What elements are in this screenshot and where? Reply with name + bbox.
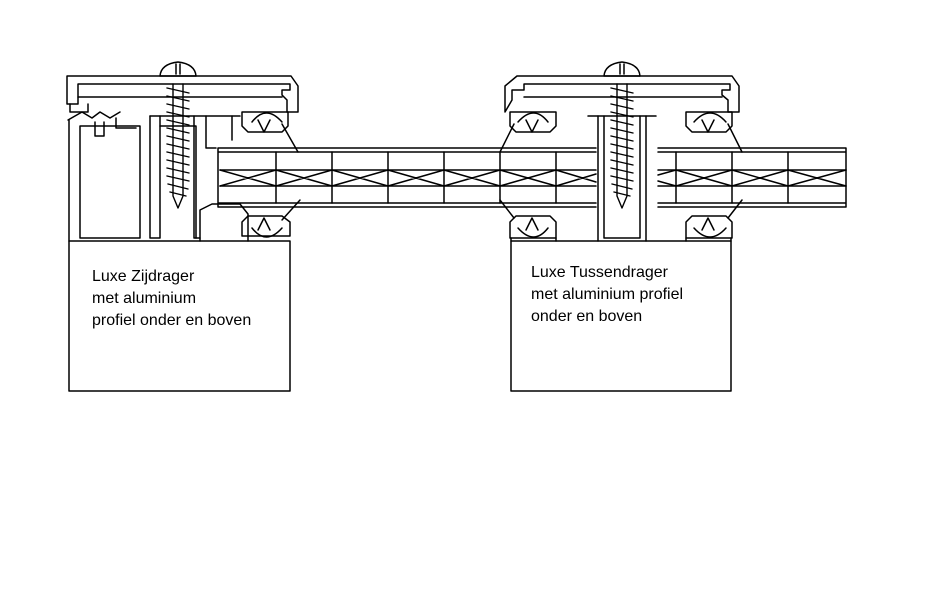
- tussendrager-profile: [499, 61, 743, 392]
- tussendrager-beam: [510, 240, 732, 392]
- zijdrager-cap-hook-left: [69, 103, 89, 113]
- zijdrager-top-cap: [66, 75, 299, 113]
- tussendrager-screw-thread: [610, 83, 634, 209]
- tussendrager-label-line-2: met aluminium profiel: [531, 286, 684, 303]
- zijdrager-lower-profile: [68, 119, 249, 242]
- zijdrager-label-line-1: Luxe Zijdrager: [92, 268, 195, 285]
- sheet-left-panel: [217, 147, 597, 208]
- zijdrager-label-line-3: profiel onder en boven: [92, 312, 252, 329]
- tussendrager-label-line-1: Luxe Tussendrager: [531, 264, 668, 281]
- zijdrager-bottom-gasket: [241, 199, 301, 238]
- tussendrager-screw-head: [603, 61, 641, 77]
- tussendrager-label: Luxe Tussendrager met aluminium profiel …: [531, 262, 683, 328]
- tussendrager-top-cap: [504, 75, 740, 113]
- multiwall-sheet: [217, 147, 847, 208]
- zijdrager-label-line-2: met aluminium: [92, 290, 197, 307]
- zijdrager-screw-head: [159, 61, 197, 77]
- zijdrager-screw-thread: [166, 83, 190, 209]
- zijdrager-profile: [66, 61, 301, 392]
- tussendrager-bottom-gasket-right: [685, 199, 743, 239]
- tussendrager-bottom-gasket-left: [499, 199, 557, 239]
- zijdrager-top-gasket: [241, 111, 299, 153]
- tussendrager-top-gasket-right: [685, 111, 743, 153]
- zijdrager-beam: [68, 240, 291, 392]
- tussendrager-label-line-3: onder en boven: [531, 308, 643, 325]
- tussendrager-top-gasket-left: [499, 111, 557, 153]
- zijdrager-label: Luxe Zijdrager met aluminium profiel ond…: [92, 266, 251, 332]
